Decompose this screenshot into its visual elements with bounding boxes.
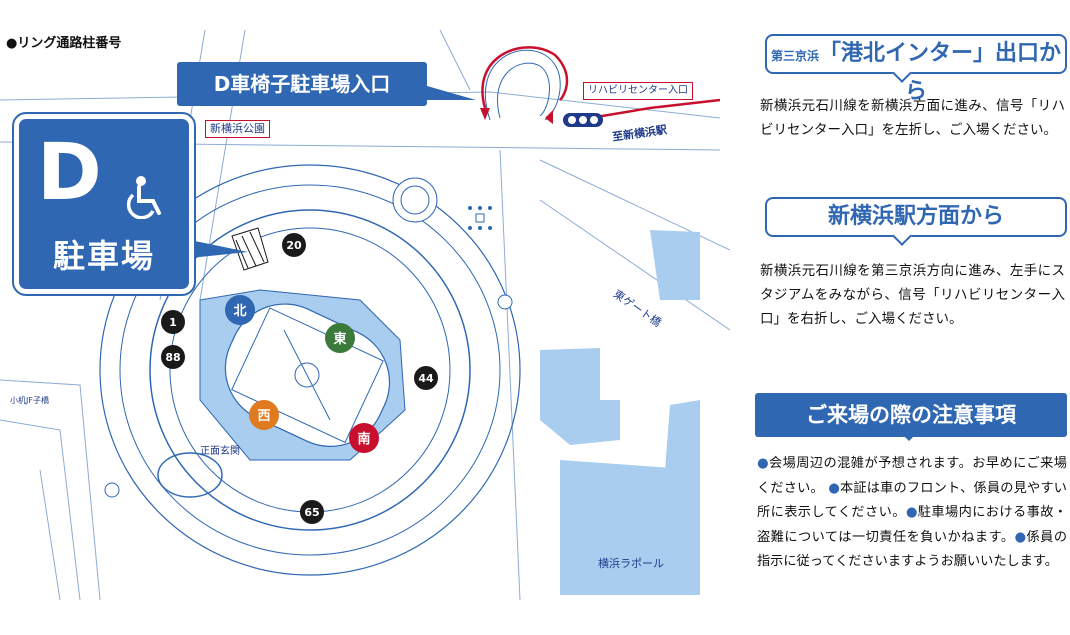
caution-title: ご来場の際の注意事項: [755, 393, 1067, 437]
map-label-park: 新横浜公園: [205, 120, 270, 138]
legend: ●リング通路柱番号: [6, 36, 122, 51]
d-parking-label: 駐車場: [52, 237, 155, 275]
north-marker: [225, 295, 255, 325]
bullet-icon: ●: [905, 505, 918, 520]
route2-text: 新横浜元石川線を第三京浜方向に進み、左手にスタジアムをみながら、信号「リハビリセ…: [760, 263, 1065, 327]
stadium-map: 20 1 88 44 65 北 東 西 南: [0, 29, 730, 601]
west-marker: [249, 400, 279, 430]
caution-item-3: 駐車場内における事故・盗難については一切責任を負いかねます。: [757, 505, 1067, 545]
west-label: 西: [257, 409, 270, 424]
pillar-88-label: 88: [165, 351, 180, 364]
pillar-44-label: 44: [418, 372, 434, 385]
caution-item-1: 会場周辺の混雑が予想されます。お早めにご来場ください。: [757, 456, 1067, 496]
pillar-markers: 20 1 88 44 65: [161, 233, 438, 524]
caution-text: ●会場周辺の混雑が予想されます。お早めにご来場ください。 ●本証は車のフロント、…: [757, 452, 1067, 575]
map-label-lapo: 横浜ラポール: [598, 557, 664, 570]
pillar-65-marker: [300, 500, 324, 524]
route1-title-prefix: 第三京浜: [770, 49, 819, 63]
east-label: 東: [333, 331, 346, 347]
bullet-icon: ●: [828, 480, 840, 496]
map-label-small-kids: 小机JF子橋: [10, 396, 49, 405]
caution-item-2: 本証は車のフロント、係員の見やすい所に表示してください。: [757, 480, 1067, 521]
caution-item-4: 係員の指示に従ってくださいますようお願いいたします。: [757, 529, 1068, 570]
map-label-rehab-center: リハビリセンター入口: [583, 82, 693, 100]
pillar-65-label: 65: [304, 506, 319, 519]
bullet-icon: ●: [757, 456, 769, 471]
caution-title-tail: [900, 432, 918, 441]
pillar-1-label: 1: [169, 316, 177, 329]
south-label: 南: [357, 431, 370, 447]
map-label-main-entrance: 正面玄関: [200, 446, 240, 457]
east-marker: [325, 323, 355, 353]
pillar-1-marker: [161, 310, 185, 334]
north-label: 北: [233, 304, 246, 319]
d-parking-letter: D: [37, 128, 102, 218]
wheelchair-icon: [126, 176, 161, 219]
bullet-icon: ●: [1014, 529, 1027, 545]
route1-text: 新横浜元石川線を新横浜方面に進み、信号「リハビリセンター入口」を左折し、ご入場く…: [760, 98, 1065, 138]
pillar-44-marker: [414, 366, 438, 390]
route1-title: 第三京浜「港北インター」出口から: [765, 34, 1067, 104]
route1-title-main: 「港北インター」出口から: [819, 41, 1062, 104]
wheelchair-parking-entrance-callout: D車椅子駐車場入口: [177, 62, 427, 106]
d-parking-sign: D 駐車場: [12, 112, 196, 296]
south-marker: [349, 423, 379, 453]
pillar-88-marker: [161, 345, 185, 369]
pillar-20-label: 20: [286, 239, 302, 252]
pillar-20-marker: [282, 233, 306, 257]
route2-title: 新横浜駅方面から: [765, 197, 1067, 237]
